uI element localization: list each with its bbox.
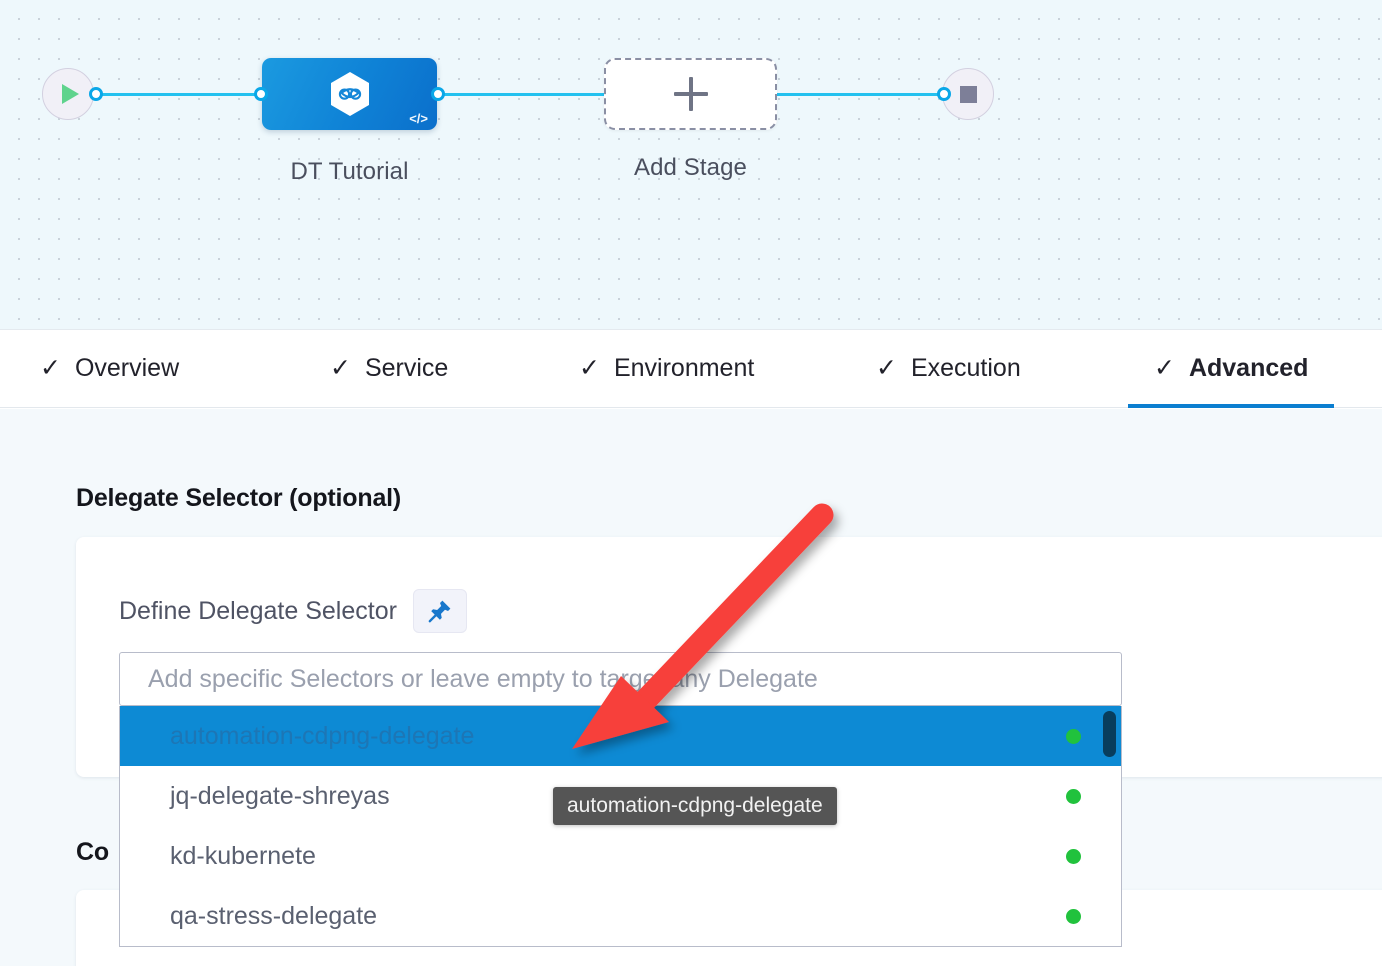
tab-label: Execution — [910, 354, 1021, 382]
stage-tab-bar: ✓Overview✓Service✓Environment✓Execution✓… — [0, 330, 1382, 408]
dropdown-scrollbar[interactable] — [1103, 706, 1119, 946]
port-end-in[interactable] — [937, 87, 951, 101]
dropdown-option[interactable]: automation-cdpng-delegate — [120, 706, 1121, 766]
delegate-status-dot — [1066, 908, 1081, 924]
dropdown-option-label: kd-kubernete — [170, 841, 316, 870]
pushpin-button[interactable] — [412, 589, 467, 633]
stage-node-dt-tutorial[interactable]: </> — [262, 58, 437, 130]
delegate-selector-option-list[interactable]: automation-cdpng-delegate jq-delegate-shr… — [119, 706, 1122, 947]
connector-stage-to-add — [436, 93, 616, 96]
delegate-status-dot — [1066, 728, 1081, 744]
conditional-execution-title: Co — [76, 838, 109, 866]
define-delegate-selector-label: Define Delegate Selector — [119, 596, 397, 625]
tab-overview[interactable]: ✓ Overview — [36, 330, 183, 408]
dropdown-scrollbar-thumb[interactable] — [1103, 711, 1116, 757]
dropdown-option[interactable]: jq-delegate-shreyas — [120, 766, 1121, 826]
tab-execution[interactable]: ✓ Execution — [872, 330, 1025, 408]
delegate-status-dot — [1066, 848, 1081, 864]
delegate-selector-input[interactable] — [119, 652, 1122, 706]
check-icon: ✓ — [1154, 354, 1175, 382]
connector-add-to-end — [770, 93, 950, 96]
port-start-out[interactable] — [89, 87, 103, 101]
check-icon: ✓ — [330, 354, 351, 382]
tab-label: Overview — [74, 354, 180, 382]
dropdown-option[interactable]: qa-stress-delegate — [120, 886, 1121, 946]
page-title: Delegate Selector (optional) — [76, 484, 402, 512]
plus-icon — [673, 77, 708, 111]
tab-label: Service — [364, 354, 449, 382]
play-icon — [62, 84, 79, 104]
port-stage-in[interactable] — [254, 87, 268, 101]
delegate-status-dot — [1066, 788, 1081, 804]
tab-service[interactable]: ✓ Service — [326, 330, 452, 408]
connector-start-to-stage — [96, 93, 268, 96]
add-stage-label: Add Stage — [634, 154, 747, 181]
check-icon: ✓ — [40, 354, 61, 382]
dropdown-option-label: jq-delegate-shreyas — [170, 781, 390, 810]
code-badge-icon: </> — [409, 111, 428, 126]
check-icon: ✓ — [876, 354, 897, 382]
dropdown-option[interactable]: kd-kubernete — [120, 826, 1121, 886]
pipeline-start-node[interactable] — [42, 68, 94, 120]
dropdown-option-label: qa-stress-delegate — [170, 901, 378, 930]
pushpin-icon — [428, 600, 451, 623]
stage-node-label: DT Tutorial — [290, 158, 409, 185]
add-stage-button[interactable] — [604, 58, 777, 130]
dropdown-option-label: automation-cdpng-delegate — [170, 721, 475, 750]
tab-environment[interactable]: ✓ Environment — [575, 330, 758, 408]
delegate-tooltip: automation-cdpng-delegate — [553, 787, 837, 825]
check-icon: ✓ — [579, 354, 600, 382]
stop-square-icon — [959, 85, 977, 103]
define-delegate-selector-row: Define Delegate Selector — [119, 589, 467, 633]
port-stage-out[interactable] — [431, 87, 445, 101]
tab-label: Advanced — [1188, 354, 1309, 382]
pipeline-canvas[interactable]: </> DT Tutorial Add Stage — [0, 0, 1382, 330]
tab-label: Environment — [613, 354, 755, 382]
tab-advanced[interactable]: ✓ Advanced — [1127, 330, 1335, 408]
harness-hexagon-icon — [330, 72, 369, 116]
